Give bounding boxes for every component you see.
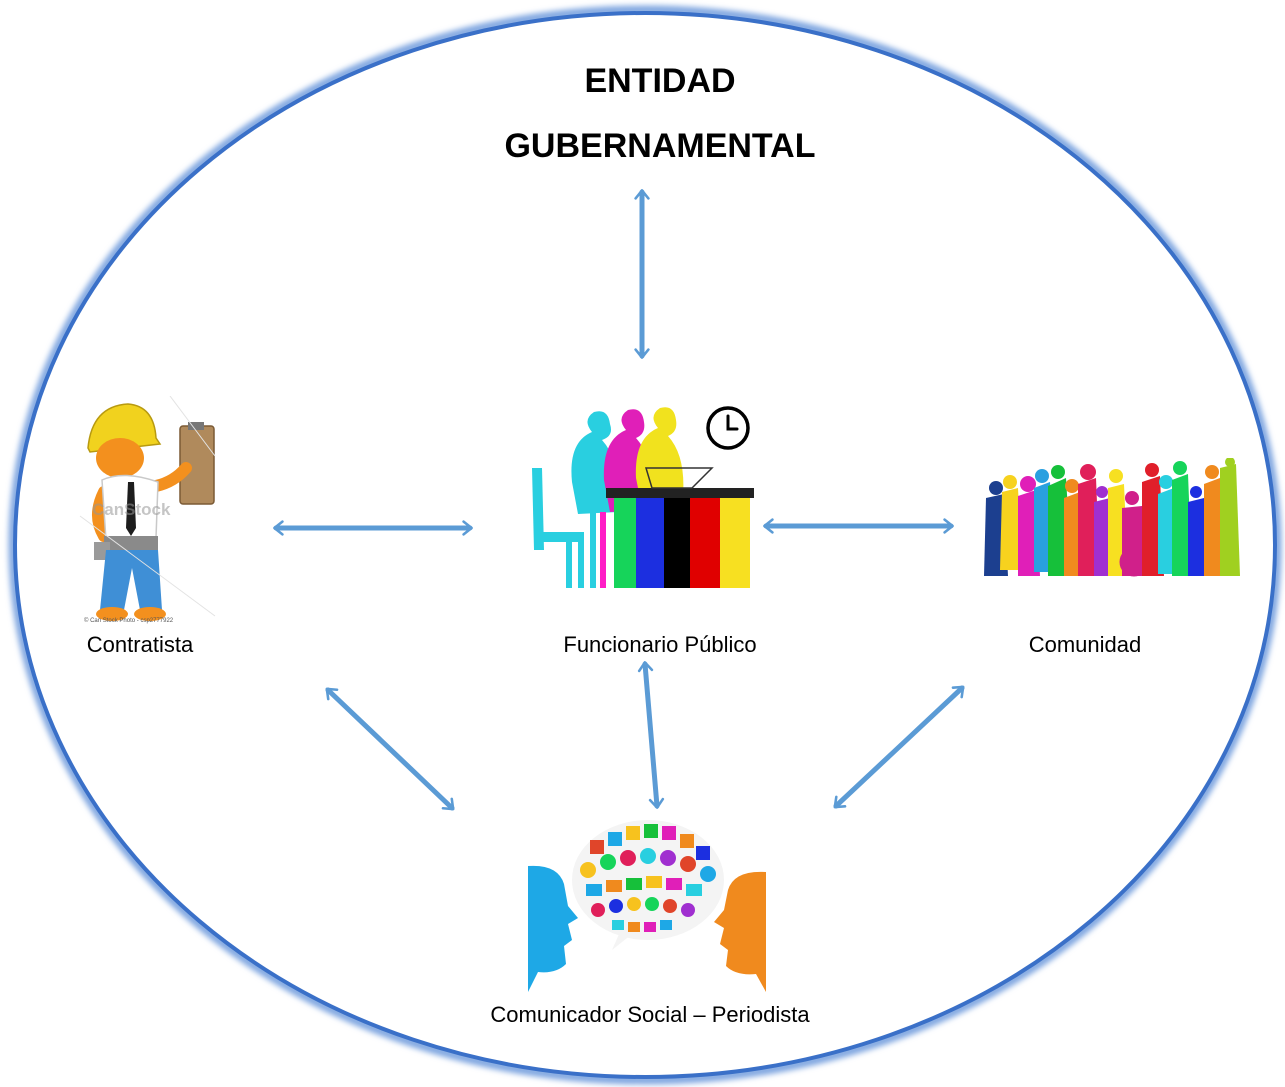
node-label-contratista: Contratista xyxy=(86,632,194,657)
node-label-comunidad: Comunidad xyxy=(1028,632,1142,657)
clock-icon xyxy=(704,404,752,452)
speech-bubble-faces-icon xyxy=(528,814,766,992)
node-label-comunicador: Comunicador Social – Periodista xyxy=(490,1002,810,1027)
arrow-funcionario-comunicador xyxy=(637,661,665,809)
arrow-comunidad-comunicador xyxy=(833,685,965,809)
image-credit: © Can Stock Photo - csp2777922 xyxy=(84,618,174,624)
crowd-silhouettes-icon xyxy=(982,457,1244,582)
construction-worker-icon xyxy=(70,395,220,626)
image-watermark: CanStock xyxy=(92,500,171,519)
entity-title-line1: ENTIDAD xyxy=(584,62,736,100)
entity-title-line2: GUBERNAMENTAL xyxy=(504,127,816,165)
office-workers-desk-icon xyxy=(522,402,757,592)
arrow-contratista-comunicador xyxy=(325,687,455,811)
node-label-funcionario: Funcionario Público xyxy=(563,632,757,657)
